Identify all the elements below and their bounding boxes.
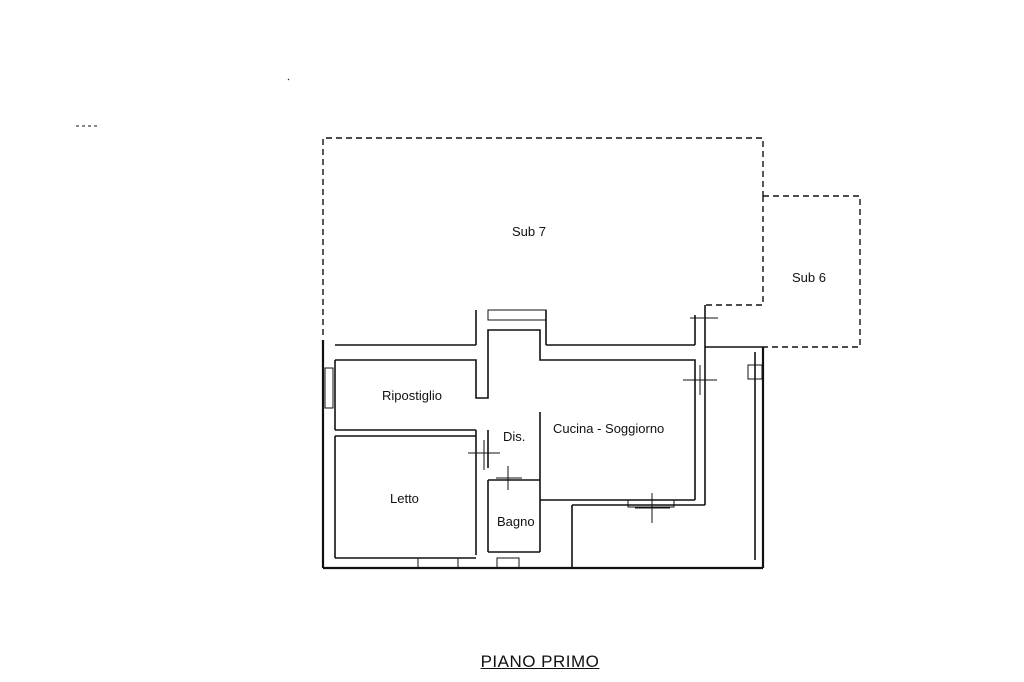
room-label-sub6: Sub 6: [792, 270, 826, 285]
room-label-ripostiglio: Ripostiglio: [382, 388, 442, 403]
room-label-letto: Letto: [390, 491, 419, 506]
door-markers: [468, 317, 718, 523]
room-label-sub7: Sub 7: [512, 224, 546, 239]
inner-walls: [334, 345, 706, 569]
outer-walls: [321, 340, 765, 570]
top-walls: [335, 305, 763, 348]
floor-title: PIANO PRIMO: [480, 652, 600, 671]
sub6-boundary: [705, 195, 861, 348]
room-label-bagno: Bagno: [497, 514, 535, 529]
sub7-boundary: [322, 137, 764, 335]
stray-dot: [287, 78, 290, 81]
ripostiglio-walls: [334, 329, 696, 500]
room-label-dis: Dis.: [503, 429, 525, 444]
room-label-cucina: Cucina - Soggiorno: [553, 421, 664, 436]
